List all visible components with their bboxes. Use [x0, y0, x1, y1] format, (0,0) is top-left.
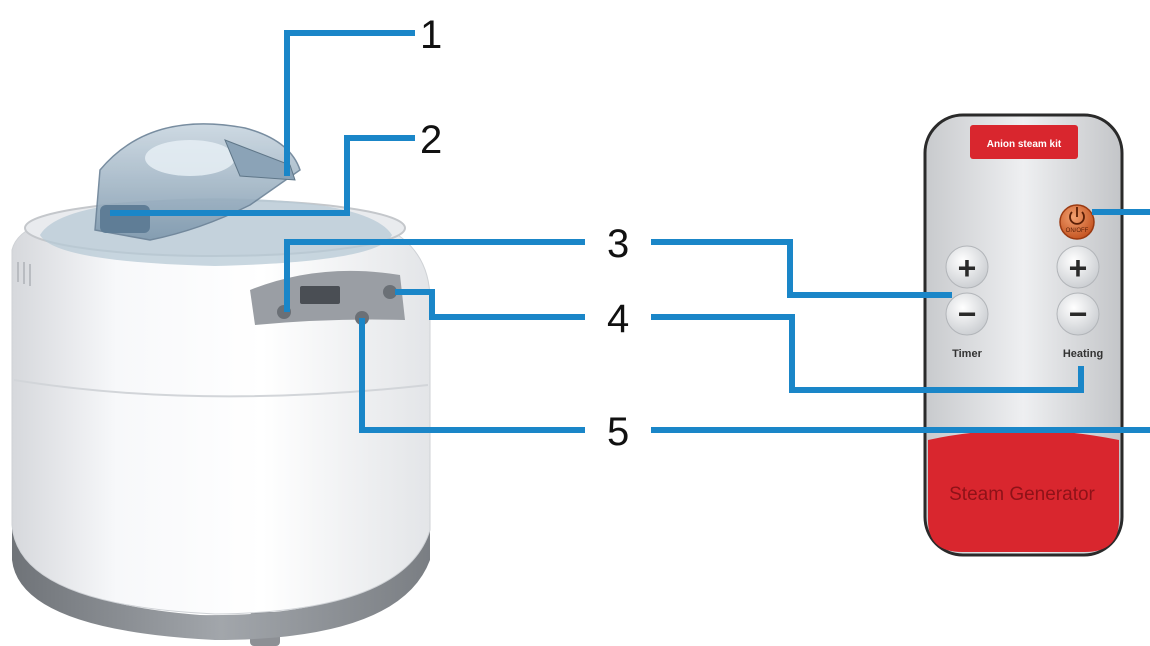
- callout-number-5: 5: [607, 410, 629, 454]
- callout-number-2: 2: [420, 118, 442, 162]
- panel-button-heating: [383, 285, 397, 299]
- heating-label: Heating: [1063, 348, 1103, 360]
- remote-logo-text: Anion steam kit: [987, 139, 1062, 150]
- remote-logo-plate: [970, 125, 1078, 159]
- water-inlet: [100, 205, 150, 233]
- leader-line-4: [395, 289, 1084, 393]
- leader-lines: [110, 30, 1150, 433]
- base-ring: [12, 520, 430, 640]
- leader-line-1: [284, 30, 415, 176]
- remote-footer-text: Steam Generator: [949, 484, 1095, 505]
- leader-line-5: [359, 318, 1150, 433]
- lid-handle: [224, 139, 296, 181]
- timer-minus-symbol: −: [958, 296, 977, 332]
- leader-line-2: [110, 135, 415, 216]
- heating-minus-button[interactable]: [1056, 292, 1100, 336]
- callout-numbers: 1 2 3 4 5: [420, 13, 629, 454]
- timer-plus-symbol: +: [958, 250, 977, 286]
- callout-number-3: 3: [607, 222, 629, 266]
- unit-body: [11, 209, 431, 615]
- power-icon: [1069, 207, 1085, 225]
- leader-line-3: [284, 239, 952, 312]
- remote-power-label: ON/OFF: [1066, 228, 1089, 234]
- callout-number-1: 1: [420, 13, 442, 57]
- heating-plus-symbol: +: [1069, 250, 1088, 286]
- heating-plus-button[interactable]: [1056, 245, 1100, 289]
- callout-number-4: 4: [607, 297, 629, 341]
- steam-generator-unit: [11, 123, 431, 646]
- lid-window: [145, 140, 235, 176]
- remote-footer-panel: [928, 430, 1119, 552]
- display-screen: [300, 286, 340, 304]
- side-vents: [17, 262, 31, 286]
- timer-label: Timer: [952, 348, 982, 360]
- remote-control: Steam Generator Anion steam kit ON/OFF +…: [923, 113, 1124, 557]
- timer-minus-button[interactable]: [945, 292, 989, 336]
- remote-power-button[interactable]: [1059, 204, 1095, 240]
- heating-minus-symbol: −: [1069, 296, 1088, 332]
- body-seam: [13, 379, 429, 398]
- timer-plus-button[interactable]: [945, 245, 989, 289]
